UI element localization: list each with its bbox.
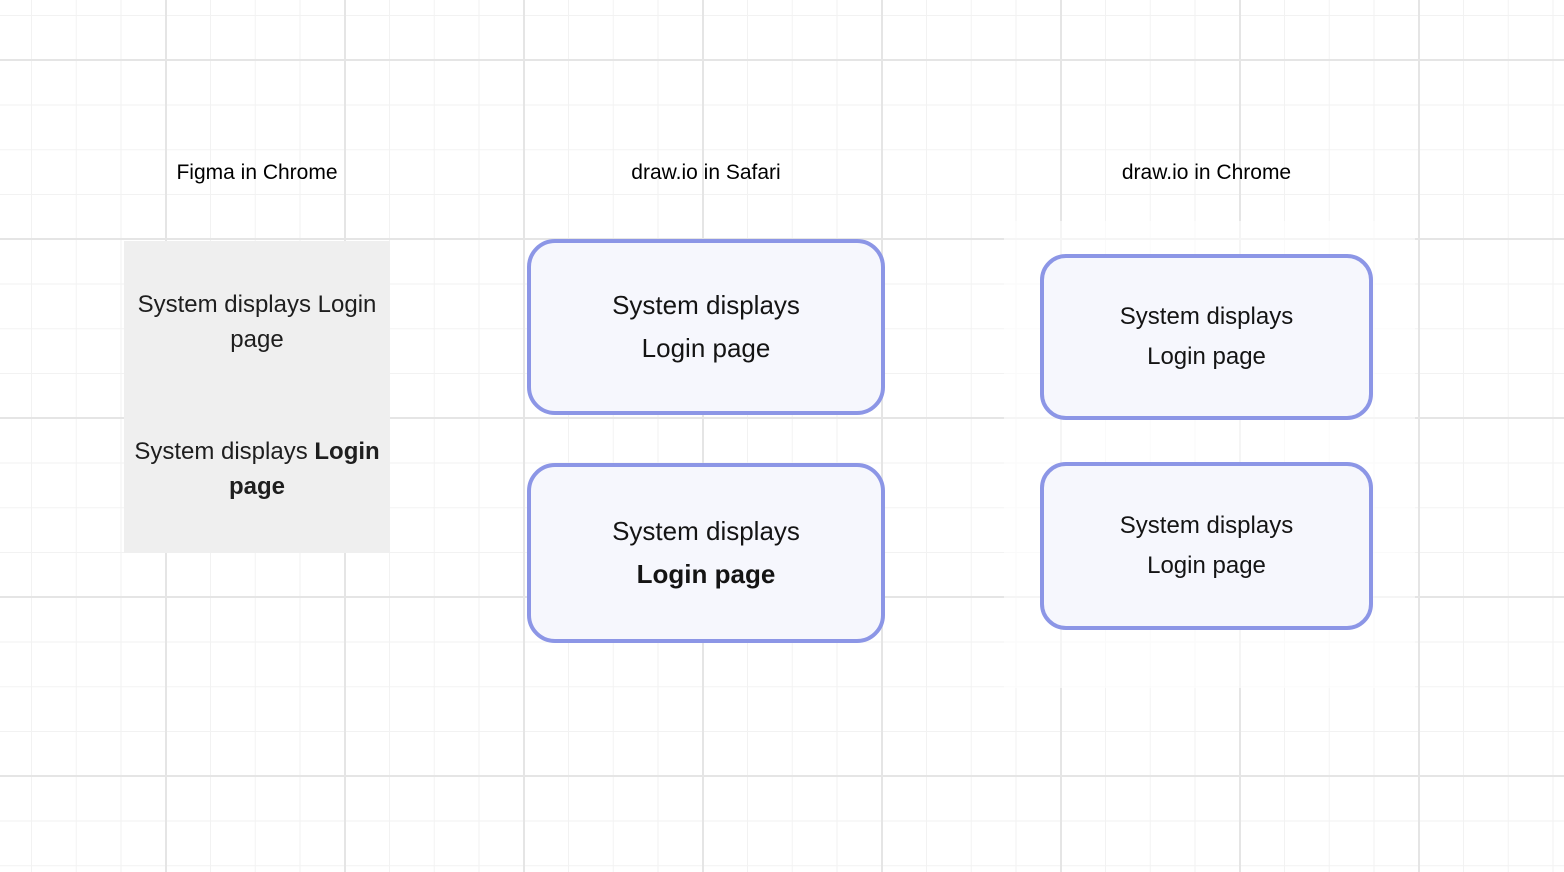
text-line: System displays [612, 516, 800, 546]
text-line: Login page [641, 333, 771, 363]
text-line: Login page [228, 438, 380, 500]
figma-frame[interactable]: System displays Login page System displa… [124, 241, 390, 553]
text-line: System displays [137, 291, 311, 318]
text-line: System displays [612, 290, 800, 320]
column-header-drawio-in-chrome: draw.io in Chrome [1121, 161, 1292, 184]
text-line: System displays [134, 438, 308, 465]
text-line: Login page [1147, 552, 1266, 579]
column-header-drawio-in-safari: draw.io in Safari [631, 161, 781, 184]
figma-text-block-bold[interactable]: System displays Login page [124, 434, 390, 504]
text-line: Login page [230, 291, 377, 353]
flow-node-chrome-regular[interactable]: System displays Login page [1040, 254, 1373, 420]
figma-text-block-regular[interactable]: System displays Login page [124, 287, 390, 357]
column-header-figma-in-chrome: Figma in Chrome [176, 161, 338, 184]
flow-node-chrome-medium[interactable]: System displays Login page [1040, 462, 1373, 630]
text-line: Login page [1147, 343, 1266, 370]
flow-node-safari-bold[interactable]: System displays Login page [527, 463, 885, 643]
text-line: System displays [1119, 512, 1294, 539]
text-line: Login page [636, 559, 776, 589]
flow-node-safari-regular[interactable]: System displays Login page [527, 239, 885, 415]
text-line: System displays [1119, 303, 1294, 330]
